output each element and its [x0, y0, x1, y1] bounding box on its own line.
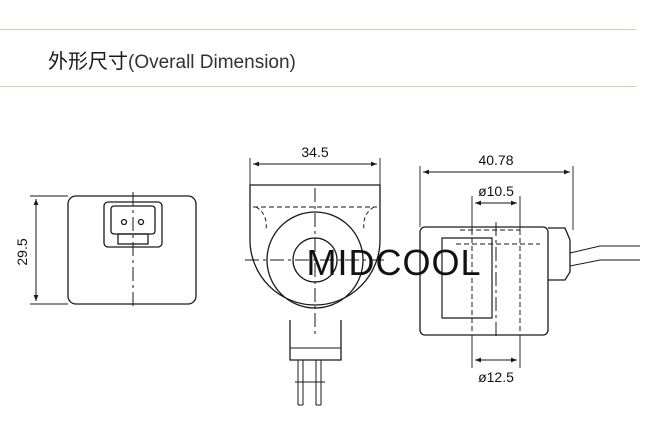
heading-en: (Overall Dimension) [128, 52, 296, 73]
cable-upper [569, 245, 640, 254]
side-length-label: 40.78 [478, 152, 513, 168]
brand-watermark: MIDCOOL [306, 242, 481, 283]
header-bottom-rule [0, 86, 636, 87]
side-view-body [419, 226, 549, 336]
section-heading: 外形尺寸(Overall Dimension) [48, 45, 296, 74]
side-view [419, 166, 640, 368]
side-bobbin-window [441, 237, 493, 319]
height-label: 29.5 [14, 238, 30, 265]
connector-pin-left [120, 218, 128, 226]
bore-top-label: ø10.5 [478, 183, 514, 199]
front-view [245, 158, 385, 406]
front-hidden-arc-left [255, 206, 267, 231]
heading-cn: 外形尺寸 [48, 51, 128, 73]
bore-bottom-label: ø12.5 [478, 369, 514, 385]
left-view-body [67, 195, 197, 305]
front-width-label: 34.5 [301, 144, 328, 160]
front-view-body [249, 184, 381, 306]
side-cable-boss [548, 227, 571, 281]
front-hidden-arc-right [363, 206, 375, 231]
left-view [30, 192, 197, 308]
cable-lower [569, 259, 640, 267]
connector-pin-right [137, 218, 145, 226]
header-top-rule [0, 29, 636, 30]
